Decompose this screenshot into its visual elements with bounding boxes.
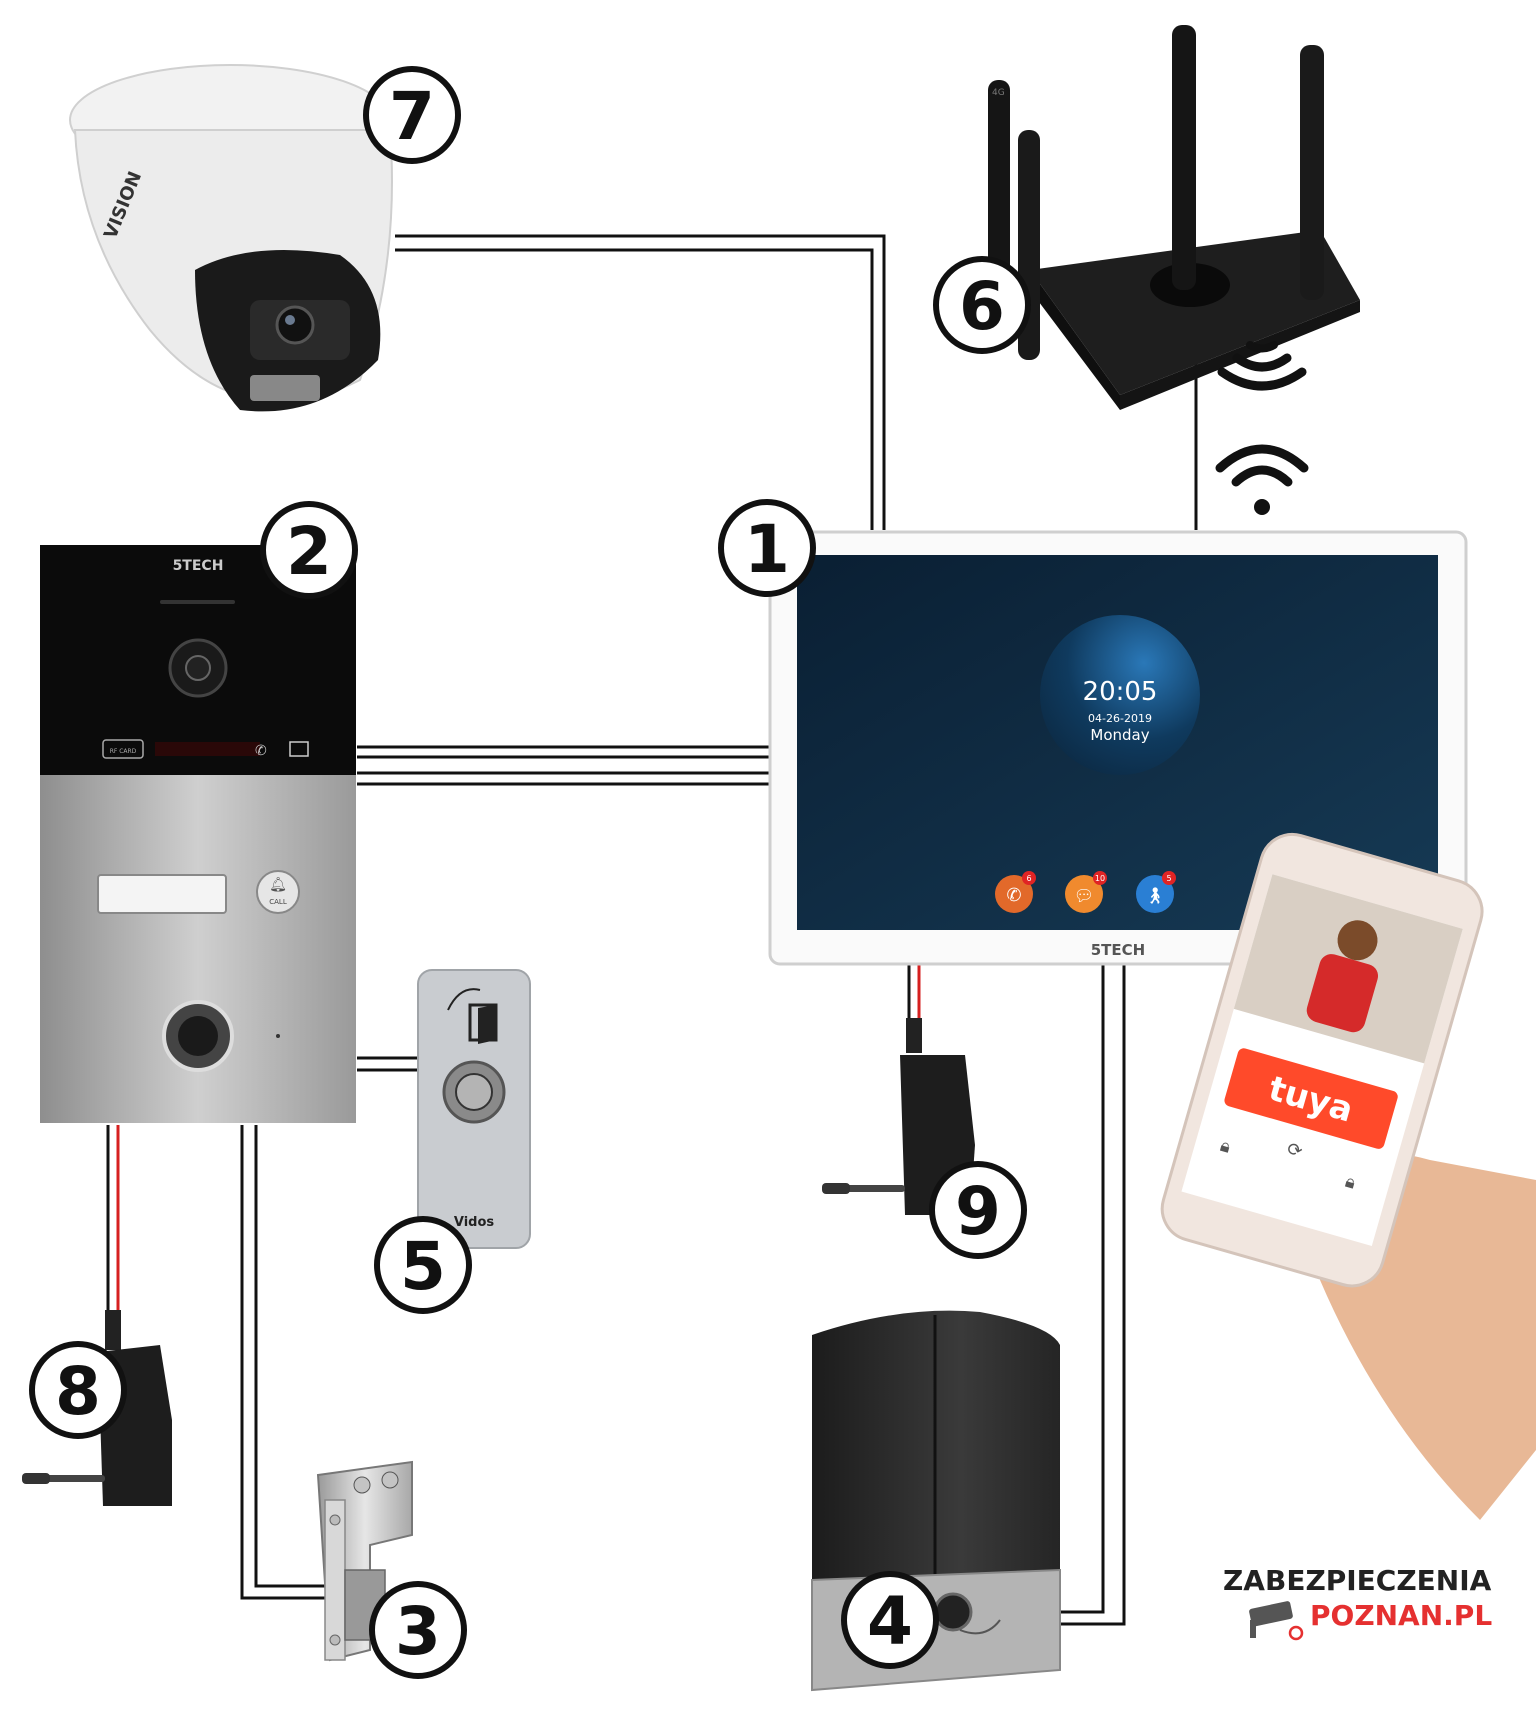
message-app-icon[interactable]: 💬︎ 10	[1065, 871, 1107, 913]
badge-exit-button: 5	[374, 1216, 472, 1314]
company-logo: ZABEZPIECZENIA POZNAN.PL	[1223, 1564, 1492, 1641]
svg-text:3: 3	[395, 1593, 441, 1670]
call-app-icon[interactable]: ✆ 6	[995, 871, 1036, 913]
monitor-date: 04-26-2019	[1088, 712, 1152, 725]
number-badges: 1 2 3 4 5 6 7 8	[29, 66, 1031, 1679]
svg-text:7: 7	[389, 78, 435, 155]
badge-monitor: 1	[718, 499, 816, 597]
clock-globe	[1040, 615, 1200, 775]
smartphone: tuya 🔒︎ ⟳ 🔒︎	[1160, 832, 1536, 1520]
exit-button-brand: Vidos	[454, 1215, 495, 1230]
ip-camera: VISION	[69, 64, 393, 412]
door-icon	[289, 741, 309, 757]
badge-electric-strike: 3	[369, 1581, 467, 1679]
tuya-banner	[1224, 1048, 1398, 1149]
exit-button: Vidos	[417, 969, 531, 1249]
motion-app-icon[interactable]: 🚶︎ 5	[1136, 871, 1176, 913]
wire-monitor-motor	[1060, 965, 1105, 1614]
wires	[106, 234, 1198, 1626]
wire-station-strike	[240, 1125, 332, 1600]
router: 4G	[988, 25, 1360, 410]
logo-line-1: ZABEZPIECZENIA	[1223, 1564, 1492, 1597]
arrow-icon	[447, 988, 481, 1011]
svg-text:10: 10	[1095, 874, 1105, 883]
badge-ip-camera: 7	[363, 66, 461, 164]
antenna-3	[1172, 25, 1196, 290]
badge-psu-monitor: 9	[929, 1161, 1027, 1259]
svg-text:RF CARD: RF CARD	[110, 748, 137, 755]
monitor-brand: 5TECH	[1091, 941, 1145, 959]
refresh-icon[interactable]: ⟳	[1285, 1138, 1305, 1162]
card-reader-icon: RF CARD	[102, 739, 144, 759]
badge-outdoor-station: 2	[260, 501, 358, 599]
svg-text:4: 4	[867, 1583, 913, 1660]
svg-text:CALL: CALL	[269, 898, 287, 906]
svg-text:✆: ✆	[1006, 885, 1021, 906]
outdoor-station: 5TECH RF CARD ✆ 🔔︎ CALL	[40, 545, 356, 1123]
badge-psu-station: 8	[29, 1341, 127, 1439]
svg-text:5: 5	[400, 1228, 446, 1305]
svg-text:🚶︎: 🚶︎	[1145, 886, 1165, 905]
wire-station-strike-2	[254, 1125, 332, 1588]
logo-line-2: POZNAN.PL	[1310, 1599, 1492, 1632]
phone-icon: ✆	[255, 743, 267, 759]
name-plate	[97, 874, 227, 914]
antenna-label: 4G	[992, 88, 1005, 98]
wifi-icon	[1217, 341, 1307, 391]
badge-router: 6	[933, 256, 1031, 354]
svg-text:5: 5	[1166, 874, 1171, 883]
antenna-4	[1300, 45, 1324, 300]
badge-gate-motor: 4	[841, 1571, 939, 1669]
svg-text:6: 6	[1026, 874, 1031, 883]
wire-camera-monitor	[395, 234, 886, 530]
svg-text:9: 9	[955, 1173, 1001, 1250]
wire-camera-monitor-2	[395, 248, 874, 530]
svg-text:1: 1	[744, 511, 790, 588]
wifi-icon-signal	[1215, 444, 1309, 515]
svg-text:8: 8	[55, 1353, 101, 1430]
svg-text:2: 2	[286, 513, 332, 590]
call-button[interactable]	[256, 870, 300, 914]
bell-icon: 🔔︎	[269, 877, 287, 893]
svg-text:6: 6	[959, 268, 1005, 345]
wire-monitor-motor-2	[1060, 965, 1126, 1626]
monitor-time: 20:05	[1083, 677, 1158, 707]
station-brand: 5TECH	[173, 558, 224, 574]
camera-logo-icon	[1249, 1601, 1304, 1641]
svg-text:💬︎: 💬︎	[1074, 886, 1094, 905]
monitor-day: Monday	[1090, 726, 1149, 744]
